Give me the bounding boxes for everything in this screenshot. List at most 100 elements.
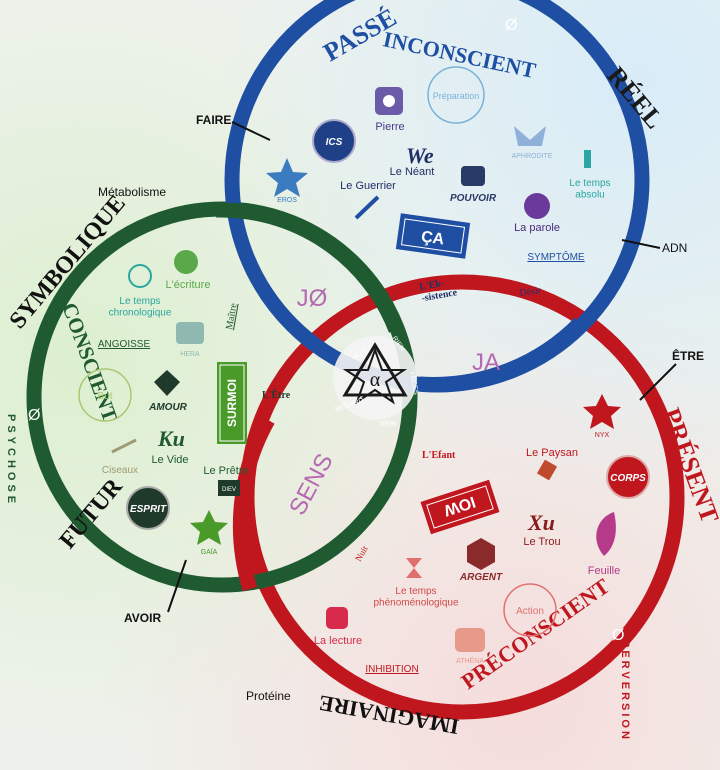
- item-athena: ATHÉNA: [456, 656, 484, 665]
- item-aphrodite: APHRODITE: [512, 153, 553, 160]
- item-symptome: SYMPTÔME: [527, 250, 585, 263]
- label-metabolisme: Métabolisme: [98, 185, 166, 199]
- item-feuille: Feuille: [588, 565, 620, 577]
- guerrier-sword-icon: [354, 195, 380, 220]
- ciseaux-icon: [111, 438, 137, 454]
- item-nuit: Nuit: [353, 544, 370, 563]
- iow-box: [420, 479, 500, 535]
- temps-absolu-candle-icon: [584, 150, 591, 168]
- label-perversion: PERVERSION: [619, 640, 631, 742]
- item-argent: ARGENT: [459, 572, 503, 583]
- label-psychose: PSYCHOSE: [5, 414, 17, 507]
- preparation-circle-icon: [427, 66, 485, 124]
- item-nyx: NYX: [595, 432, 610, 439]
- ca-box-inner: [400, 218, 466, 254]
- item-vide: Le Vide: [151, 454, 188, 466]
- item-guerrier: Le Guerrier: [340, 180, 396, 192]
- surmoi-box: [217, 362, 247, 444]
- amour-heart-icon: [154, 370, 180, 396]
- item-eros: EROS: [277, 197, 297, 204]
- item-angoisse: ANGOISSE: [98, 339, 151, 350]
- item-inhibition: INHIBITION: [365, 664, 418, 675]
- item-neant: Le Néant: [390, 166, 435, 178]
- region-jo: JØ: [297, 285, 328, 312]
- blue-over-red: [419, 317, 586, 392]
- feuille-leaf-icon: [596, 512, 616, 556]
- item-ciseaux: Ciseaux: [102, 465, 138, 476]
- adn-pointer: [621, 239, 661, 249]
- eros-star-icon: [266, 158, 308, 197]
- title-present: PRÉSENT: [656, 404, 720, 527]
- dieu-book-icon: [218, 480, 240, 496]
- avoir-pointer: [167, 559, 187, 613]
- corps-circle-icon: [606, 455, 650, 499]
- item-hera: HERA: [180, 351, 200, 358]
- athena-owl-icon: [455, 628, 485, 652]
- hera-icon: [176, 322, 204, 344]
- but-circle-icon: [78, 368, 132, 422]
- label-adn: ADN: [662, 241, 687, 255]
- empty-set-red: Ø: [612, 627, 624, 644]
- item-preparation: Préparation: [433, 91, 480, 101]
- empty-set-green: Ø: [28, 407, 40, 424]
- esprit-circle-icon: [126, 486, 170, 530]
- item-parole: La parole: [514, 222, 560, 234]
- region-ca: ÇA: [420, 228, 446, 248]
- label-proteine: Protéine: [246, 689, 291, 703]
- item-but: But: [97, 391, 112, 402]
- nyx-star-icon: [583, 394, 621, 429]
- action-circle-icon: [503, 583, 557, 637]
- hourglass-icon: [406, 558, 422, 578]
- label-faire: FAIRE: [196, 113, 231, 127]
- iow-box-inner: [426, 485, 494, 529]
- item-corps: CORPS: [610, 473, 646, 484]
- item-amour: AMOUR: [148, 402, 188, 413]
- label-avoir: AVOIR: [124, 611, 161, 625]
- item-pouvoir: POUVOIR: [450, 193, 497, 204]
- gaia-star-icon: [190, 510, 228, 545]
- item-dieu: DIEV: [222, 487, 236, 493]
- paysan-wheat-icon: [536, 459, 558, 481]
- green-over-blue: [215, 202, 403, 333]
- item-ics: ICS: [326, 137, 343, 148]
- red-over-green: [232, 416, 275, 592]
- pierre-icon-glyph: [383, 95, 395, 107]
- ics-circle-icon: [312, 119, 356, 163]
- item-maitre: Maître: [224, 302, 240, 331]
- pouvoir-crown-icon: [461, 166, 485, 186]
- region-sens: SENS: [284, 449, 339, 519]
- item-esprit: ESPRIT: [130, 504, 167, 515]
- ecriture-icon: [174, 250, 198, 274]
- clock-icon: [128, 264, 152, 288]
- ca-box: [395, 213, 471, 259]
- argent-coin-icon: [467, 538, 495, 570]
- item-gaia: GAÏA: [201, 548, 218, 556]
- item-l-etre: L'Être: [262, 389, 291, 401]
- etre-pointer: [639, 363, 677, 401]
- surmoi-box-inner: [219, 364, 245, 442]
- faire-pointer: [231, 121, 271, 141]
- item-paysan: Le Paysan: [526, 447, 578, 459]
- item-lecture: La lecture: [314, 635, 362, 647]
- center-sein: SEIN: [380, 421, 396, 428]
- item-ecriture: L'écriture: [166, 279, 211, 291]
- neant-glyph-icon: We: [406, 143, 434, 168]
- label-etre: ÊTRE: [672, 348, 704, 363]
- region-surmoi: SURMOI: [225, 379, 239, 427]
- vide-glyph-icon: Ku: [157, 426, 185, 451]
- lecture-book-icon: [326, 607, 348, 629]
- item-desir: Désir: [519, 285, 543, 299]
- empty-set-blue: Ø: [505, 17, 517, 34]
- item-action: Action: [516, 606, 544, 617]
- alpha-symbol: α: [370, 369, 381, 391]
- center-feces: FECES: [408, 371, 419, 396]
- title-inconscient: INCONSCIENT: [381, 26, 538, 83]
- item-trou: Le Trou: [523, 536, 560, 548]
- aphrodite-icon: [514, 126, 546, 146]
- region-ja: JA: [472, 349, 500, 376]
